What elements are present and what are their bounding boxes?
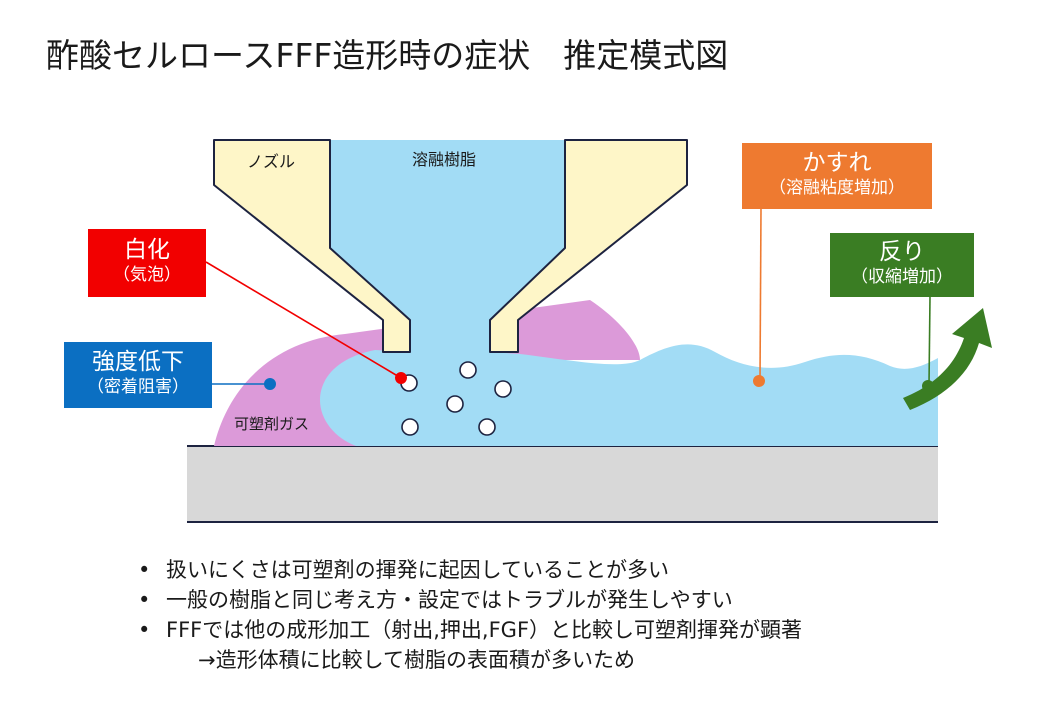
list-item: • FFFでは他の成形加工（射出,押出,FGF）と比較し可塑剤揮発が顕著 xyxy=(138,615,802,645)
kasure-cause: （溶融粘度増加） xyxy=(769,178,905,198)
plasticizer-gas-label: 可塑剤ガス xyxy=(234,415,310,433)
bubble xyxy=(446,395,464,413)
bubble xyxy=(459,361,477,379)
bullet-text: 扱いにくさは可塑剤の揮発に起因していることが多い xyxy=(166,558,669,582)
kasure-title: かすれ xyxy=(802,150,872,176)
strength-marker xyxy=(264,378,276,390)
bullet-text: FFFでは他の成形加工（射出,押出,FGF）と比較し可塑剤揮発が顕著 xyxy=(166,618,803,642)
build-plate xyxy=(187,446,938,522)
molten-resin-label: 溶融樹脂 xyxy=(412,150,477,169)
bullet-dot: • xyxy=(138,588,151,612)
warp-leader xyxy=(928,296,931,386)
nozzle-right-wall xyxy=(489,139,688,353)
bullet-text: 一般の樹脂と同じ考え方・設定ではトラブルが発生しやすい xyxy=(166,588,733,612)
whitening-cause: （気泡） xyxy=(113,265,181,285)
warp-cause: （収縮増加） xyxy=(851,267,953,287)
bubble xyxy=(494,380,512,398)
kasure-callout: かすれ （溶融粘度増加） xyxy=(742,143,932,209)
strength-title: 強度低下 xyxy=(92,349,184,375)
list-item: • 扱いにくさは可塑剤の揮発に起因していることが多い xyxy=(138,555,802,585)
list-item: • 一般の樹脂と同じ考え方・設定ではトラブルが発生しやすい xyxy=(138,585,802,615)
whitening-marker xyxy=(395,372,407,384)
nozzle-left-wall xyxy=(213,139,411,353)
warp-callout: 反り （収縮増加） xyxy=(830,233,974,297)
bubble xyxy=(478,418,496,436)
whitening-callout: 白化 （気泡） xyxy=(88,229,206,297)
nozzle-label: ノズル xyxy=(247,152,296,171)
bullet-list: • 扱いにくさは可塑剤の揮発に起因していることが多い • 一般の樹脂と同じ考え方・設… xyxy=(138,555,802,645)
strength-callout: 強度低下 （密着阻害） xyxy=(64,342,212,408)
bullet-dot: • xyxy=(138,618,151,642)
bullet-dot: • xyxy=(138,558,151,582)
strength-cause: （密着阻害） xyxy=(87,377,189,397)
whitening-leader xyxy=(205,261,402,379)
bubble xyxy=(401,418,419,436)
bullet-subnote: →造形体積に比較して樹脂の表面積が多いため xyxy=(198,648,635,672)
kasure-marker xyxy=(753,375,765,387)
kasure-leader xyxy=(759,208,762,381)
whitening-title: 白化 xyxy=(124,237,170,263)
page-title: 酢酸セルロースFFF造形時の症状 推定模式図 xyxy=(46,36,729,75)
warp-title: 反り xyxy=(879,239,925,265)
warp-arrow-icon xyxy=(903,308,992,410)
